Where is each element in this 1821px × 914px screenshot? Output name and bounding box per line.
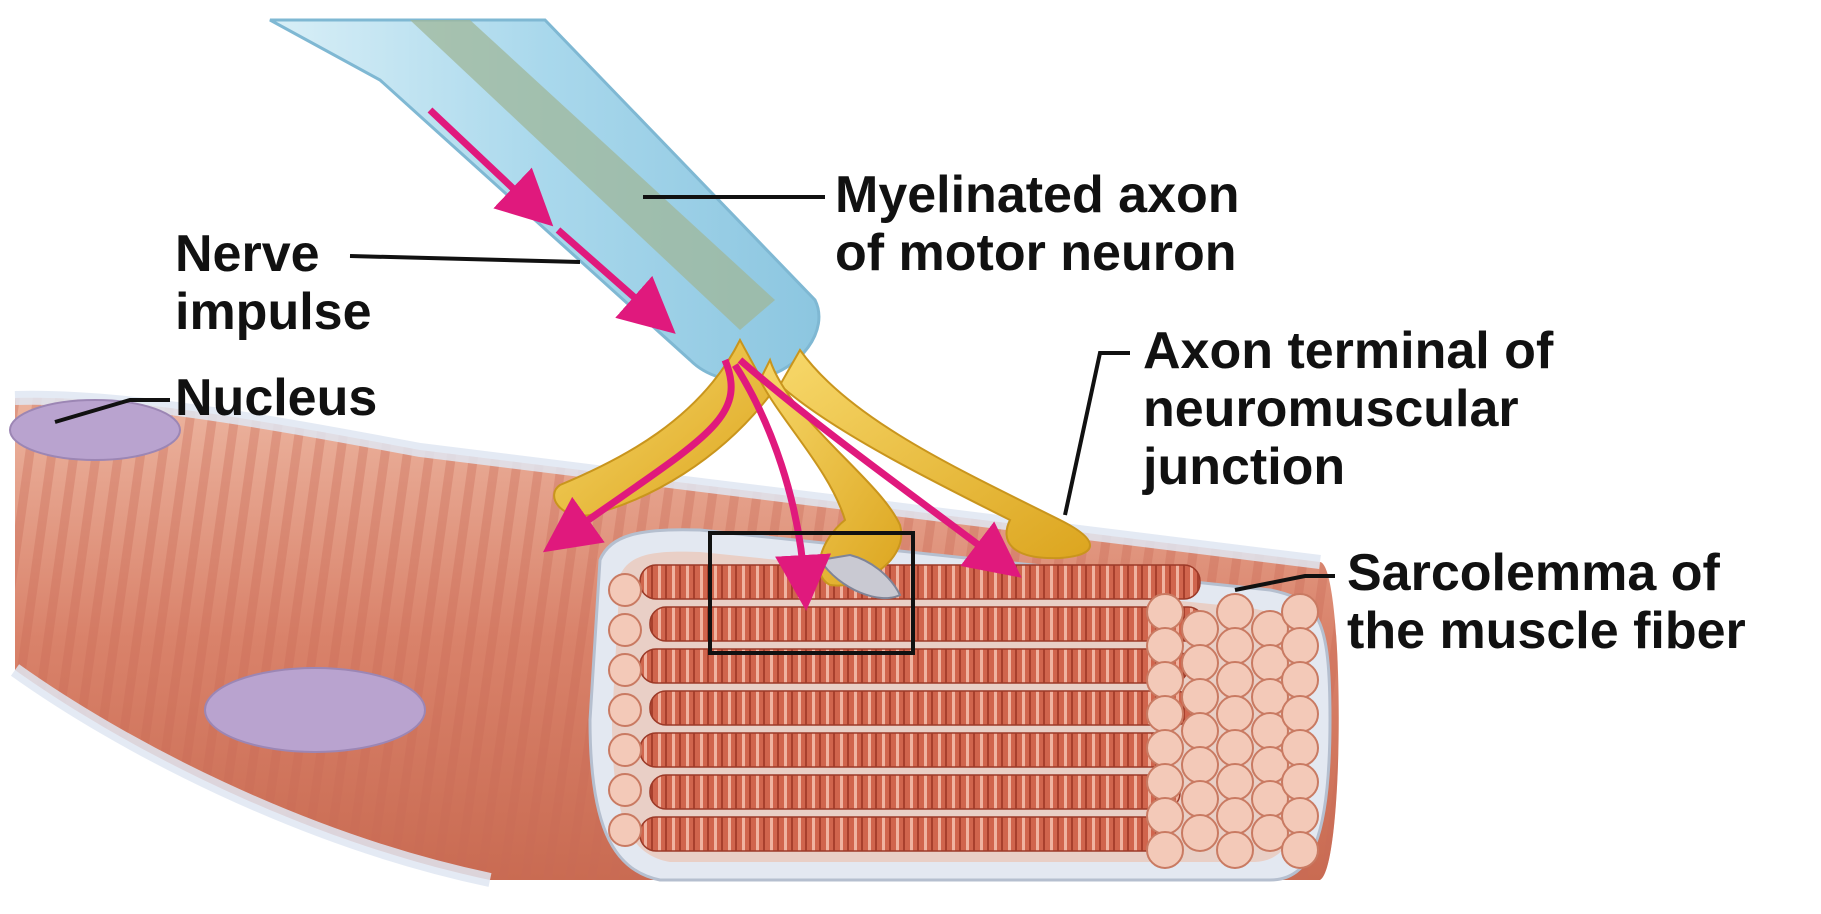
label-sarcolemma: Sarcolemma of the muscle fiber [1347, 544, 1746, 660]
label-myelinated-axon-line1: Myelinated axon [835, 166, 1240, 224]
myofibril-end [1146, 729, 1184, 767]
myofibril-end [1281, 831, 1319, 869]
myofibril-end [1181, 712, 1219, 750]
leader-nerve-impulse [349, 254, 581, 264]
myofibril-end [1146, 627, 1184, 665]
impulse-arrow-center [732, 363, 832, 611]
myofibril-end [1146, 593, 1184, 631]
label-axon-terminal-line1: Axon terminal of [1143, 322, 1554, 380]
leader-sarcolemma [1234, 574, 1335, 592]
axon-terminals [553, 337, 1091, 600]
myofibril-end [1251, 814, 1289, 852]
leader-nucleus [54, 398, 170, 424]
label-axon-terminal: Axon terminal of neuromuscular junction [1143, 322, 1553, 496]
nerve-impulse-arrows [427, 107, 1022, 611]
sarcolemma-top-edge [14, 390, 1321, 569]
axon-core [410, 20, 775, 330]
label-axon-terminal-line2: neuromuscular [1143, 380, 1519, 438]
myofibril-end [608, 653, 642, 687]
myofibril-end [608, 813, 642, 847]
myofibril-end [1146, 695, 1184, 733]
sarcolemma-bottom-edge [10, 664, 492, 887]
myofibril-end [1216, 627, 1254, 665]
myofibril-rows [639, 564, 1205, 852]
junction-highlight-box [708, 531, 915, 655]
myofibril [649, 690, 1193, 726]
label-nerve-impulse-line1: Nerve [175, 225, 320, 283]
myofibril [639, 732, 1177, 768]
impulse-arrow-right [737, 357, 1022, 578]
myofibril-end [1181, 610, 1219, 648]
impulse-arrow-left [542, 358, 735, 553]
myofibril-end [1146, 661, 1184, 699]
myofibril-end [1281, 661, 1319, 699]
myofibril-end [608, 573, 642, 607]
label-sarcolemma-line2: the muscle fiber [1347, 602, 1746, 660]
label-nerve-impulse-line2: impulse [175, 283, 372, 341]
myofibril-end [1281, 695, 1319, 733]
myofibril-end [1146, 797, 1184, 835]
myofibril [639, 816, 1165, 852]
myofibril-end [1181, 746, 1219, 784]
myofibril-end [1216, 729, 1254, 767]
impulse-arrow-1 [427, 107, 554, 227]
myofibril [649, 606, 1205, 642]
impulse-arrow-2 [555, 227, 676, 334]
myofibril-end [1181, 780, 1219, 818]
leader-axon-terminal [1063, 351, 1130, 516]
terminal-branch-right [778, 348, 1091, 560]
nucleus-upper [9, 399, 181, 461]
label-nucleus: Nucleus [175, 369, 377, 427]
myofibril-end [1181, 678, 1219, 716]
myofibril-end [1216, 763, 1254, 801]
myofibril-end [608, 613, 642, 647]
myofibril-end [608, 733, 642, 767]
myofibril-end [1281, 797, 1319, 835]
myofibril-end [1181, 644, 1219, 682]
myofibril-end [1216, 593, 1254, 631]
myofibril-end [1281, 763, 1319, 801]
cut-section [588, 528, 1332, 882]
label-nucleus-line1: Nucleus [175, 369, 378, 427]
myofibril-end [1146, 763, 1184, 801]
leader-lines [54, 195, 1335, 592]
myofibril [639, 564, 1201, 600]
myofibril-end [1216, 831, 1254, 869]
myofibril-end [1216, 695, 1254, 733]
terminal-branch-center [758, 357, 903, 587]
label-axon-terminal-line3: junction [1143, 438, 1346, 496]
myofibril-end [1281, 627, 1319, 665]
label-myelinated-axon-line2: of motor neuron [835, 224, 1237, 282]
myofibril-end [608, 773, 642, 807]
myofibril [649, 774, 1181, 810]
label-myelinated-axon: Myelinated axon of motor neuron [835, 166, 1240, 282]
synaptic-cleft [818, 553, 902, 600]
label-sarcolemma-line1: Sarcolemma of [1347, 544, 1720, 602]
myofibril-end [1146, 831, 1184, 869]
myofibril-end [1216, 797, 1254, 835]
label-nerve-impulse: Nerve impulse [175, 225, 372, 341]
myofibril-end [1281, 593, 1319, 631]
myofibril-end [608, 693, 642, 727]
myofibril-ends [608, 573, 1319, 869]
myofibril-end [1216, 661, 1254, 699]
nucleus-lower [204, 667, 426, 753]
myofibril-end [1181, 814, 1219, 852]
myofibril-end [1281, 729, 1319, 767]
